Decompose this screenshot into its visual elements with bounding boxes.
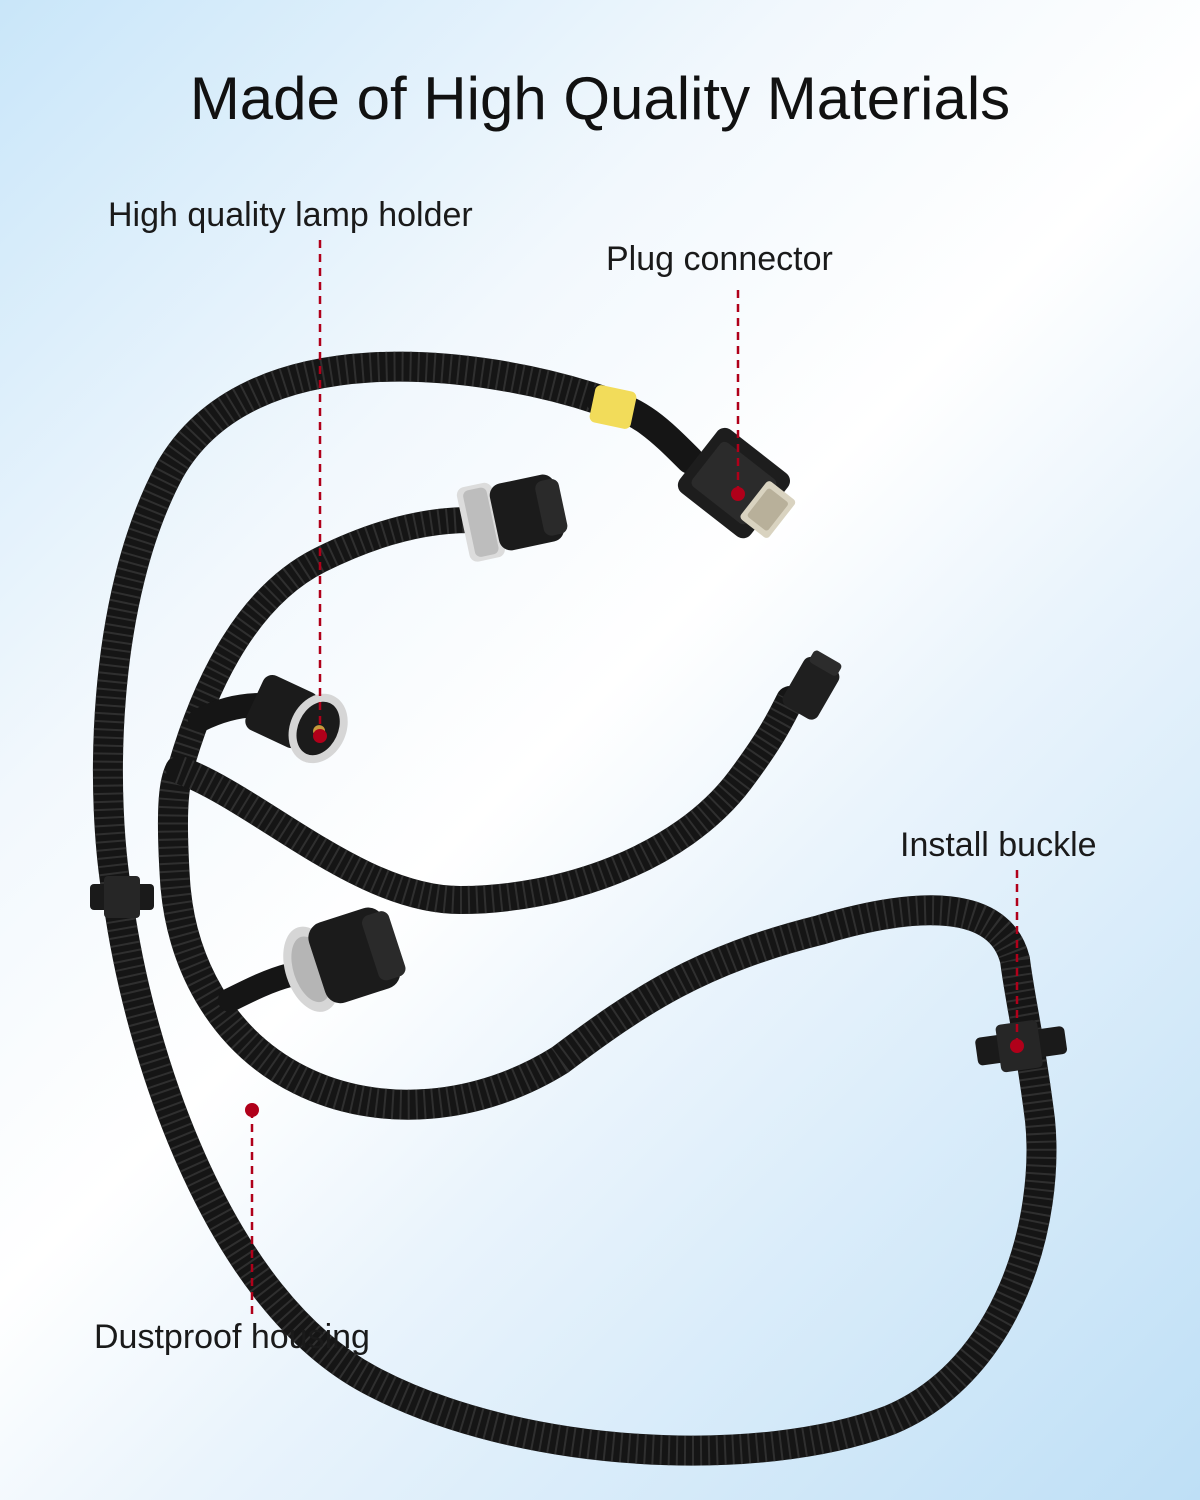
yellow-tape <box>589 385 637 429</box>
right-branch-cable <box>166 686 804 915</box>
plug-connector <box>677 427 796 539</box>
install-buckle-label: Install buckle <box>900 826 1097 864</box>
dustproof-housing-label: Dustproof housing <box>94 1318 370 1356</box>
end-cap <box>782 650 842 720</box>
marker-lamp <box>313 729 327 743</box>
lamp-holder-label: High quality lamp holder <box>108 196 473 234</box>
marker-buckle <box>1010 1039 1024 1053</box>
lamp-holder-middle <box>245 674 348 764</box>
buckle-left <box>90 876 154 918</box>
lamp-holder-bottom <box>283 907 406 1012</box>
main-cable <box>92 351 1057 1466</box>
lamp-holder-top <box>456 474 568 562</box>
page-title: Made of High Quality Materials <box>189 65 1011 133</box>
marker-dust <box>245 1103 259 1117</box>
marker-plug <box>731 487 745 501</box>
plug-connector-label: Plug connector <box>606 240 833 278</box>
